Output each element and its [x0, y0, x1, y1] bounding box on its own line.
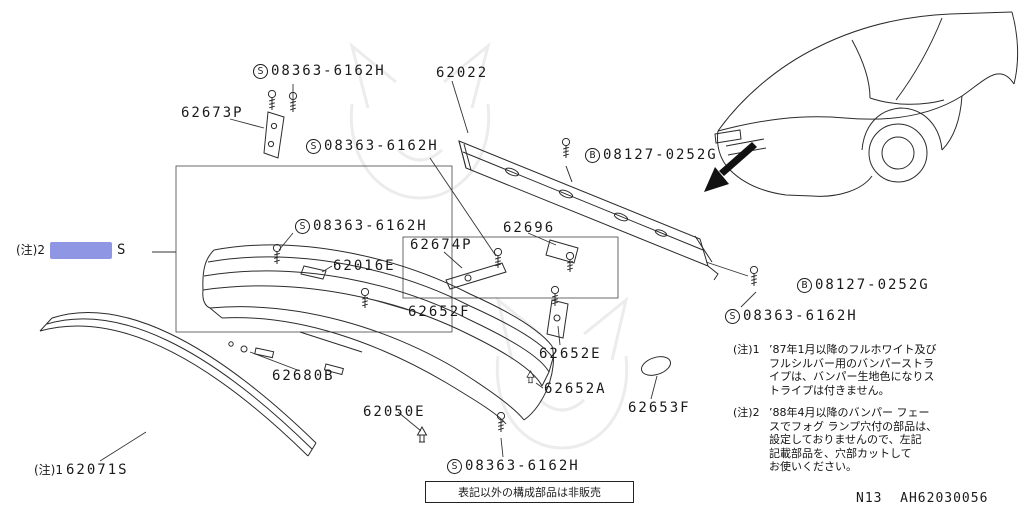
direction-arrow-icon [704, 142, 757, 192]
plate-62653f-drawing [640, 356, 672, 376]
footnote1-line: イプは、バンパー生地色になりス [769, 370, 935, 383]
part-callout-62050e[interactable]: 62050E [363, 404, 426, 421]
part-callout-62653f[interactable]: 62653F [628, 400, 691, 417]
fastener-number: 08363-6162H [743, 308, 858, 324]
highlighted-part-suffix: S [117, 242, 128, 258]
fastener-s-callout-2[interactable]: S 08363-6162H [306, 138, 439, 155]
bumper-stripe-drawing [39, 311, 317, 457]
fastener-b-callout-1[interactable]: B 08127-0252G [585, 147, 718, 164]
part-callout-62022[interactable]: 62022 [436, 65, 488, 82]
part-number: 62673P [181, 105, 244, 121]
part-number: 62016E [333, 258, 396, 274]
part-callout-62680b[interactable]: 62680B [272, 368, 335, 385]
group-box-stays [402, 236, 619, 299]
diagram-code: N13 AH62030056 [856, 491, 989, 506]
footnote2-line: スでフォグ ランプ穴付の部品は、 [769, 419, 938, 433]
part-callout-62696[interactable]: 62696 [503, 220, 555, 237]
part-callout-62016e[interactable]: 62016E [333, 258, 396, 275]
footnote1-label: (注)1 [733, 343, 760, 356]
spacer-62016e-drawing [300, 265, 327, 280]
circled-s-icon: S [306, 139, 321, 154]
screw-icon [496, 412, 506, 433]
small-parts-art [228, 111, 672, 376]
part-callout-62673p[interactable]: 62673P [181, 105, 244, 122]
part-number: 62696 [503, 220, 556, 236]
fastener-b-callout-2[interactable]: B 08127-0252G [797, 277, 930, 294]
fastener-number: 08363-6162H [271, 63, 386, 79]
part-highlight-box[interactable] [50, 242, 112, 259]
circled-b-icon: B [797, 278, 812, 293]
footnote1-line: ’87年1月以降のフルホワイト及び [769, 343, 937, 356]
stay-62674p-drawing [445, 262, 507, 290]
footnote2-line: 記載部品を、穴部カットして [769, 446, 912, 460]
footnote2-label: (注)2 [733, 406, 760, 419]
footnote1-line: トライプは付きません。 [769, 383, 890, 397]
part-number: 62653F [628, 400, 691, 416]
part-number: 62680B [272, 368, 335, 384]
footnote2-line: お使いください。 [769, 460, 857, 473]
part-callout-62652e[interactable]: 62652E [539, 346, 602, 363]
part-number: 62652A [544, 381, 607, 397]
fastener-number: 08363-6162H [324, 138, 439, 154]
fastener-s-callout-3[interactable]: S 08363-6162H [295, 218, 428, 235]
part-number: 62050E [363, 404, 426, 420]
footnote-2: (注)2 ’88年4月以降のバンパー フェー スでフォグ ランプ穴付の部品は、 … [733, 406, 995, 474]
screw-icon [272, 244, 282, 265]
footnote2-line: ’88年4月以降のバンパー フェー [769, 406, 930, 419]
part-number: 62652F [408, 304, 471, 320]
group-box-bumper [175, 165, 453, 333]
circled-s-icon: S [447, 459, 462, 474]
car-illustration [714, 11, 1019, 197]
nonsale-note-text: 表記以外の構成部品は非販売 [458, 486, 601, 499]
fastener-number: 08127-0252G [815, 277, 930, 293]
circled-s-icon: S [725, 309, 740, 324]
circled-b-icon: B [585, 148, 600, 163]
bracket-62673p-drawing [263, 111, 285, 159]
highlighted-part-callout[interactable]: (注)2 S [16, 242, 127, 259]
fastener-number: 08363-6162H [465, 458, 580, 474]
nonsale-note-box: 表記以外の構成部品は非販売 [425, 481, 634, 503]
bracket-62696-drawing [545, 239, 579, 264]
part-callout-62652f[interactable]: 62652F [408, 304, 471, 321]
clip-62680b-drawing [240, 345, 248, 353]
footnotes-block: (注)1 ’87年1月以降のフルホワイト及び フルシルバー用のバンパーストラ イ… [733, 343, 995, 483]
part-callout-62652a[interactable]: 62652A [544, 381, 607, 398]
circled-s-icon: S [253, 64, 268, 79]
screw-icon [749, 266, 759, 287]
bracket-62652e-drawing [546, 299, 569, 339]
screw-icon [561, 138, 571, 159]
screw-icon [267, 90, 277, 111]
watermark [349, 41, 629, 450]
fastener-s-callout-1[interactable]: S 08363-6162H [253, 63, 386, 80]
note2-ref-label: (注)2 [16, 243, 45, 257]
fastener-number: 08363-6162H [313, 218, 428, 234]
footnote1-line: フルシルバー用のバンパーストラ [769, 356, 934, 370]
part-number: 62022 [436, 65, 489, 81]
part-number: 62652E [539, 346, 602, 362]
footnote-1: (注)1 ’87年1月以降のフルホワイト及び フルシルバー用のバンパーストラ イ… [733, 343, 995, 397]
circled-s-icon: S [295, 219, 310, 234]
note1-ref-label: (注)1 [34, 463, 63, 477]
fastener-number: 08127-0252G [603, 147, 718, 163]
fastener-s-callout-4[interactable]: S 08363-6162H [725, 308, 858, 325]
leader-lines [99, 80, 757, 462]
part-callout-62071s[interactable]: (注)1 62071S [34, 462, 129, 479]
footnote2-line: 設定しておりませんので、左記 [769, 433, 922, 446]
part-number: 62071S [66, 462, 129, 478]
bumper-reinforcement-drawing [458, 140, 719, 281]
fastener-s-callout-5[interactable]: S 08363-6162H [447, 458, 580, 475]
screw-icon [550, 286, 560, 307]
part-number: 62674P [410, 237, 473, 253]
part-callout-62674p[interactable]: 62674P [410, 237, 473, 254]
